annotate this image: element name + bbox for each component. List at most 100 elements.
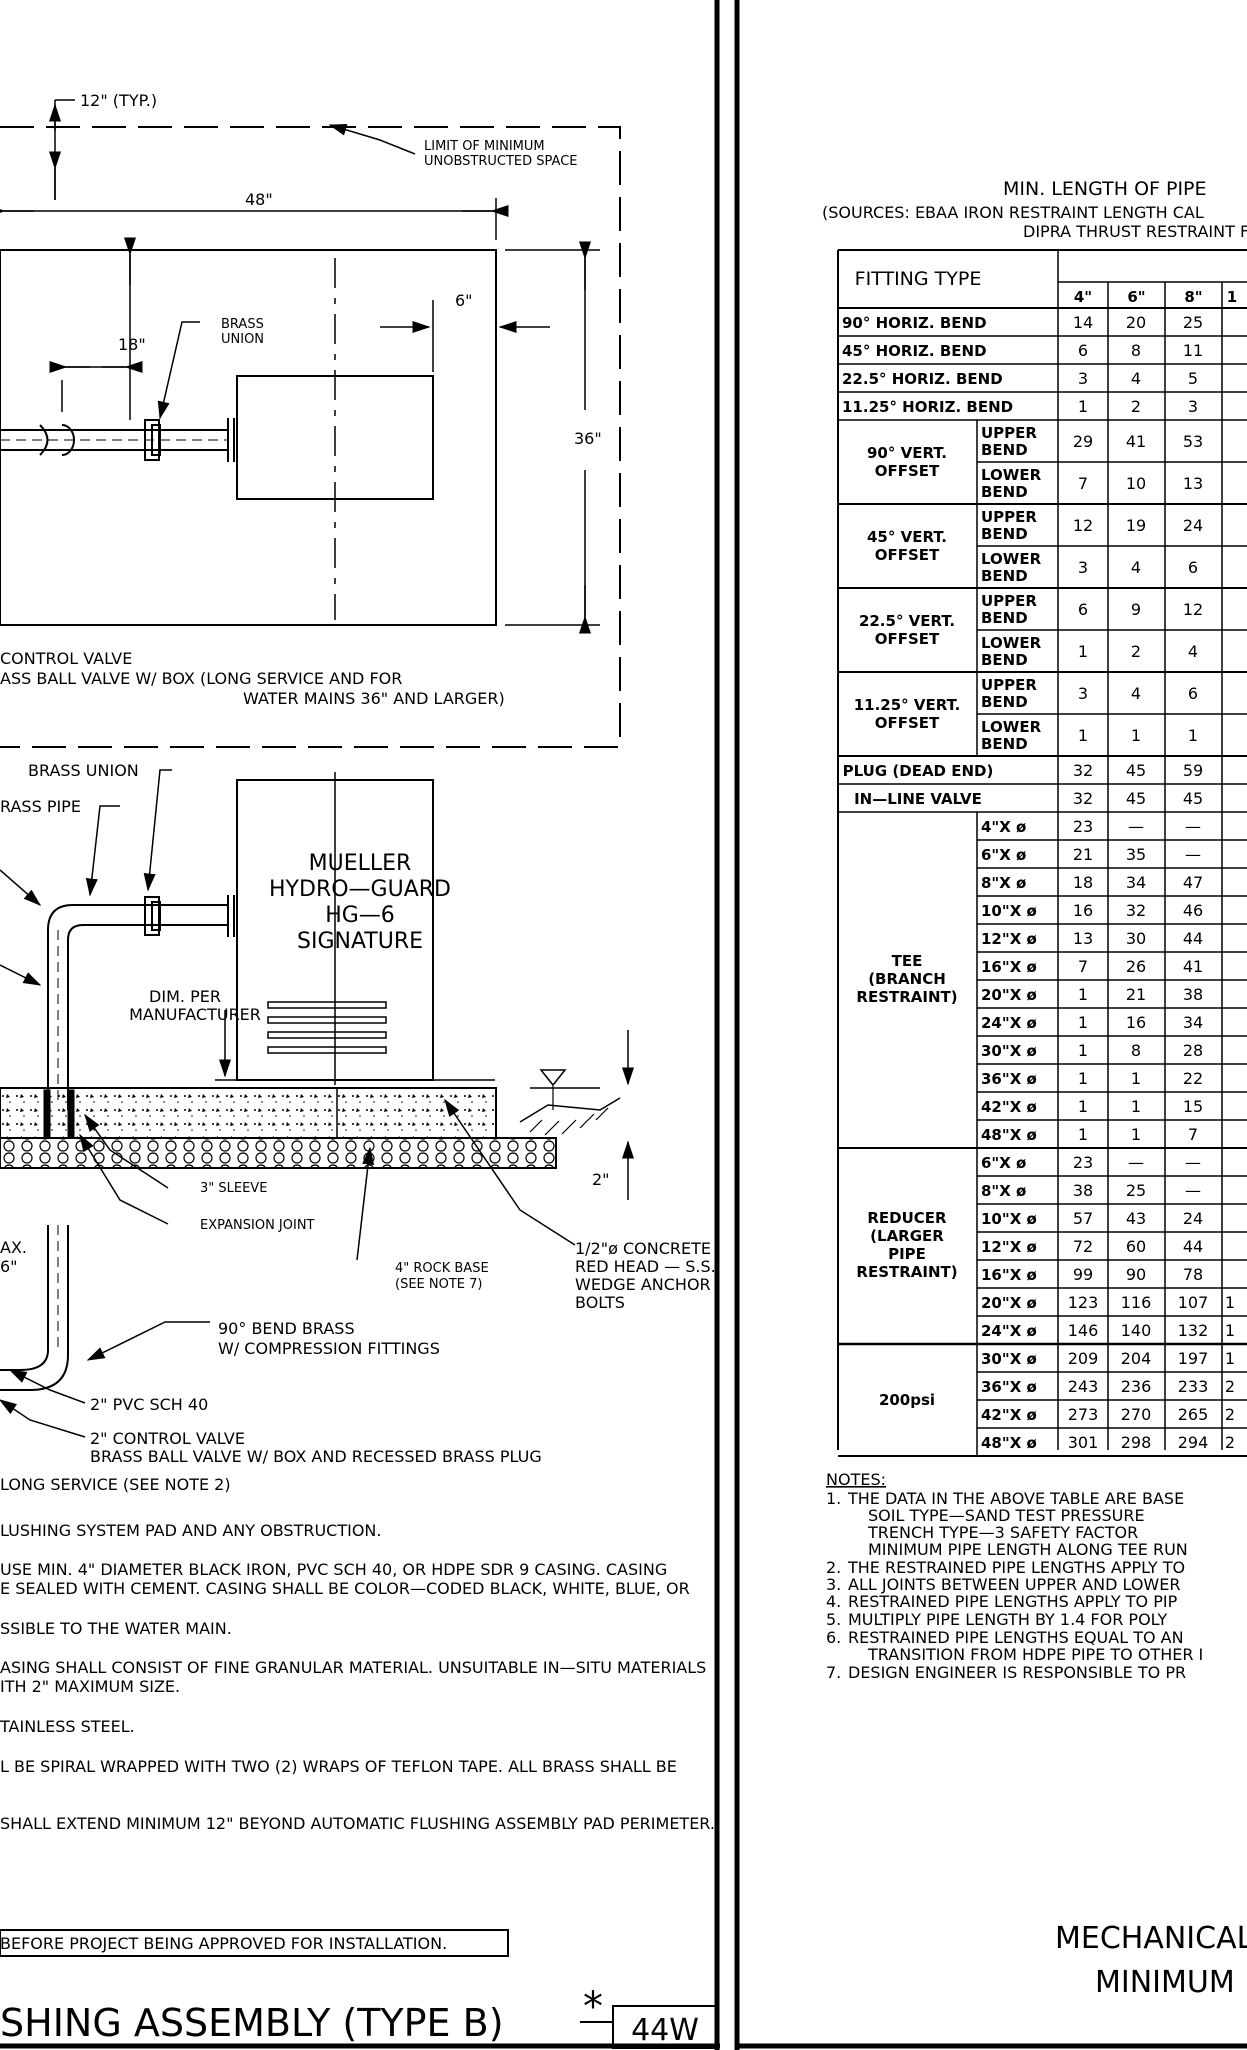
row-simple-3-value-1: 2 (1131, 397, 1141, 416)
right-note-number-4: 2. (826, 1558, 841, 1577)
label-limit-2: UNOBSTRUCTED SPACE (424, 154, 578, 169)
label-max-2: 6" (0, 1257, 18, 1276)
tee-sub-1: 6"X ø (981, 846, 1026, 864)
footer-title-1: MECHANICAL (1055, 1921, 1247, 1956)
table-sources-1: (SOURCES: EBAA IRON RESTRAINT LENGTH CAL (822, 203, 1204, 222)
vert-row-3-0-value-2: 6 (1188, 684, 1198, 703)
psi-row-0-extra: 1 (1225, 1349, 1235, 1368)
header-size-3: 1 (1227, 288, 1237, 306)
right-note-text-9: TRANSITION FROM HDPE PIPE TO OTHER I (867, 1645, 1203, 1664)
tee-row-2-value-2: 47 (1183, 873, 1203, 892)
label-rock-base-2: (SEE NOTE 7) (395, 1277, 482, 1292)
row-simple2-1-value-0: 32 (1073, 789, 1093, 808)
reducer-row-6-value-0: 146 (1068, 1321, 1099, 1340)
left-sheet-title: SHING ASSEMBLY (TYPE B) (0, 2001, 504, 2045)
tee-row-9-value-1: 1 (1131, 1069, 1141, 1088)
tee-row-5-value-0: 7 (1078, 957, 1088, 976)
rock-base (0, 1137, 557, 1169)
row-simple-1-value-2: 11 (1183, 341, 1203, 360)
psi-row-3-value-1: 298 (1121, 1433, 1152, 1452)
label-brass-pipe: RASS PIPE (0, 797, 81, 816)
reducer-row-5-value-0: 123 (1068, 1293, 1099, 1312)
approval-text: BEFORE PROJECT BEING APPROVED FOR INSTAL… (0, 1934, 447, 1953)
vert-sub-0-1-a: LOWER (981, 466, 1042, 484)
tee-row-8-value-2: 28 (1183, 1041, 1203, 1060)
reducer-row-3-value-0: 72 (1073, 1237, 1093, 1256)
vert-sub-3-0-b: BEND (981, 693, 1028, 711)
tee-sub-9: 36"X ø (981, 1070, 1037, 1088)
tee-row-4-value-0: 13 (1073, 929, 1093, 948)
row-simple2-0-value-0: 32 (1073, 761, 1093, 780)
psi-sub-0: 30"X ø (981, 1350, 1037, 1368)
vert-row-3-0-value-1: 4 (1131, 684, 1141, 703)
plan-view (0, 99, 621, 748)
right-note-number-10: 7. (826, 1663, 841, 1682)
row-simple-1-value-0: 6 (1078, 341, 1088, 360)
psi-row-2-extra: 2 (1225, 1405, 1235, 1424)
vert-row-1-0-value-2: 24 (1183, 516, 1203, 535)
reducer-row-2-value-2: 24 (1183, 1209, 1203, 1228)
vert-label-2-a: 22.5° VERT. (859, 612, 955, 630)
tee-sub-8: 30"X ø (981, 1042, 1037, 1060)
table-sources-2: DIPRA THRUST RESTRAINT FO (1023, 222, 1247, 241)
vert-label-0-a: 90° VERT. (867, 444, 947, 462)
vert-sub-1-1-a: LOWER (981, 550, 1042, 568)
sheet-number-box (612, 2005, 718, 2049)
reducer-sub-2: 10"X ø (981, 1210, 1037, 1228)
vert-row-0-0-value-1: 41 (1126, 432, 1146, 451)
vert-row-2-1-value-1: 2 (1131, 642, 1141, 661)
label-anchor-2: RED HEAD — S.S. (575, 1257, 716, 1276)
tee-row-1-value-0: 21 (1073, 845, 1093, 864)
vert-sub-2-1-b: BEND (981, 651, 1028, 669)
left-sheet: 12" (TYP.) LIMIT OF MINIMUM UNOBSTRUCTED… (0, 0, 720, 2050)
left-note-line-1: LUSHING SYSTEM PAD AND ANY OBSTRUCTION. (0, 1521, 381, 1540)
reducer-row-0-value-1: — (1128, 1153, 1144, 1172)
psi-sub-3: 48"X ø (981, 1434, 1037, 1452)
right-note-text-6: RESTRAINED PIPE LENGTHS APPLY TO PIP (848, 1592, 1178, 1611)
right-note-number-5: 3. (826, 1575, 841, 1594)
reducer-sub-6: 24"X ø (981, 1322, 1037, 1340)
tee-row-0-value-0: 23 (1073, 817, 1093, 836)
reducer-label-0: REDUCER (867, 1209, 947, 1227)
tee-sub-4: 12"X ø (981, 930, 1037, 948)
label-sleeve: 3" SLEEVE (200, 1181, 267, 1196)
tee-row-7-value-1: 16 (1126, 1013, 1146, 1032)
tee-sub-2: 8"X ø (981, 874, 1026, 892)
tee-row-3-value-1: 32 (1126, 901, 1146, 920)
row-simple-1-value-1: 8 (1131, 341, 1141, 360)
label-36: 36" (574, 429, 602, 448)
label-expansion-joint: EXPANSION JOINT (200, 1218, 315, 1233)
right-note-text-5: ALL JOINTS BETWEEN UPPER AND LOWER (848, 1575, 1180, 1594)
reducer-sub-0: 6"X ø (981, 1154, 1026, 1172)
vert-row-2-0-value-0: 6 (1078, 600, 1088, 619)
reducer-row-6-extra: 1 (1225, 1321, 1235, 1340)
reducer-row-0-value-2: — (1185, 1153, 1201, 1172)
approval-box (0, 1929, 509, 1957)
tee-sub-10: 42"X ø (981, 1098, 1037, 1116)
label-pvc: 2" PVC SCH 40 (90, 1395, 208, 1414)
tee-row-6-value-2: 38 (1183, 985, 1203, 1004)
vert-row-1-1-value-2: 6 (1188, 558, 1198, 577)
label-unit-1: MUELLER (309, 851, 412, 876)
vert-row-0-0-value-0: 29 (1073, 432, 1093, 451)
tee-row-3-value-0: 16 (1073, 901, 1093, 920)
reducer-sub-3: 12"X ø (981, 1238, 1037, 1256)
right-notes: 1.THE DATA IN THE ABOVE TABLE ARE BASESO… (826, 1489, 1203, 1682)
label-18: 18" (118, 335, 146, 354)
tee-row-9-value-0: 1 (1078, 1069, 1088, 1088)
tee-label-0: TEE (892, 952, 923, 970)
left-note-line-2: USE MIN. 4" DIAMETER BLACK IRON, PVC SCH… (0, 1560, 667, 1579)
left-note-line-3: E SEALED WITH CEMENT. CASING SHALL BE CO… (0, 1579, 690, 1598)
row-label-simple2-1: IN—LINE VALVE (854, 790, 982, 808)
reducer-row-1-value-0: 38 (1073, 1181, 1093, 1200)
vert-row-0-1-value-1: 10 (1126, 474, 1146, 493)
right-note-text-1: SOIL TYPE—SAND TEST PRESSURE (868, 1506, 1145, 1525)
reducer-row-2-value-0: 57 (1073, 1209, 1093, 1228)
tee-sub-7: 24"X ø (981, 1014, 1037, 1032)
vert-row-0-0-value-2: 53 (1183, 432, 1203, 451)
reducer-row-4-value-1: 90 (1126, 1265, 1146, 1284)
pad-outline (0, 249, 497, 626)
tee-row-10-value-0: 1 (1078, 1097, 1088, 1116)
label-unit-2: HYDRO—GUARD (269, 877, 451, 902)
